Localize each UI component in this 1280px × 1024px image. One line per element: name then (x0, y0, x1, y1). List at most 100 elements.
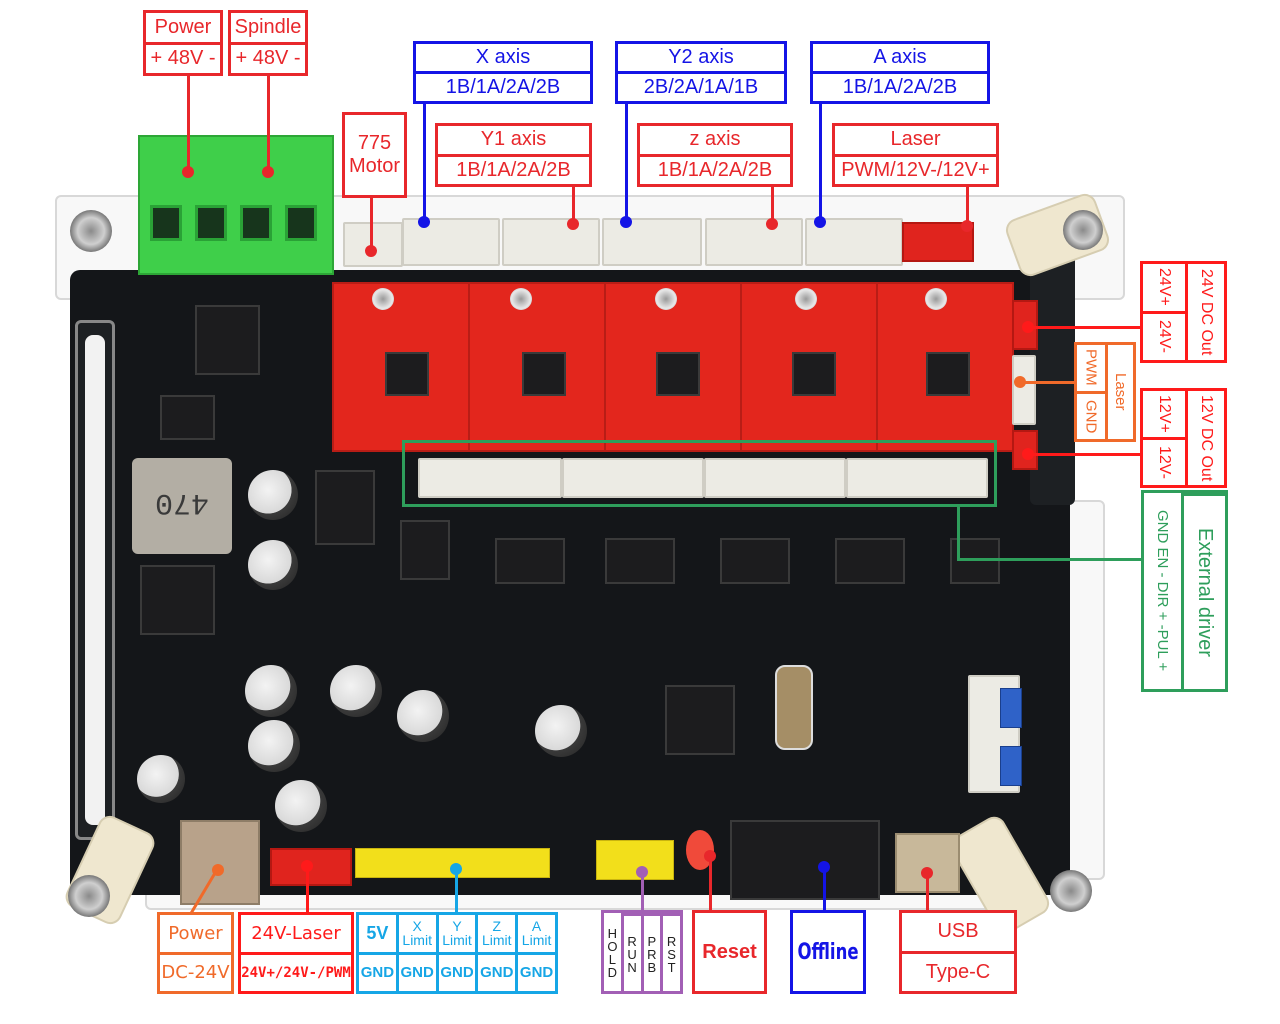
limit-z-axis: Z (492, 917, 502, 934)
control-header (596, 840, 674, 880)
y1-axis-label: Y1 axis 1B/1A/2A/2B (435, 123, 592, 187)
pin-prb: PRB (640, 913, 661, 991)
control-pins-label: HOLD RUN PRB RST (601, 910, 683, 994)
terminal-hole (195, 205, 227, 241)
ext-driver-connector (704, 458, 846, 498)
regulator-3 (400, 520, 450, 580)
optocoupler (720, 538, 790, 584)
optocoupler (605, 538, 675, 584)
limit-x-axis: X (412, 917, 422, 934)
dc24-pin-plus: 24V+ (1156, 268, 1173, 307)
z-axis-title: z axis (689, 128, 741, 151)
capacitor (397, 690, 449, 742)
leader-dot (418, 216, 430, 228)
ext-driver-connector (418, 458, 562, 498)
dc12-pin-plus: 12V+ (1156, 394, 1173, 433)
power-title: Power (154, 15, 212, 38)
driver-chip (522, 352, 566, 396)
reset-label: Reset (692, 910, 767, 994)
x-axis-title: X axis (475, 46, 531, 68)
external-driver-pins: GND EN - DIR + -PUL + (1144, 493, 1184, 689)
motor775-line1: 775 (357, 132, 392, 154)
limit-a-label: Limit (521, 932, 552, 949)
limit-y-axis: Y (452, 917, 462, 934)
leader-dot (961, 220, 973, 232)
leader-dot (704, 850, 716, 862)
x-axis-label: X axis 1B/1A/2A/2B (413, 41, 593, 104)
pin-rst: RST (660, 913, 680, 991)
leader-line (572, 185, 575, 225)
dc12-title: 12V DC Out (1198, 394, 1215, 482)
dc12-label: 12V+ 12V- 12V DC Out (1140, 388, 1227, 488)
driver-potentiometer (372, 288, 394, 310)
dc24-title: 24V DC Out (1198, 268, 1215, 356)
dc12-pin-minus: 12V- (1143, 436, 1185, 486)
leader-line (1020, 381, 1075, 384)
leader-line (306, 866, 309, 916)
optocoupler (950, 538, 1000, 584)
leader-dot (567, 218, 579, 230)
leader-dot (212, 864, 224, 876)
leader-dot (301, 860, 313, 872)
y1-axis-connector (502, 218, 600, 266)
driver-potentiometer (510, 288, 532, 310)
leader-line (926, 872, 929, 912)
terminal-hole (285, 205, 317, 241)
jumper (1000, 688, 1022, 728)
leader-dot (636, 866, 648, 878)
limit-a-axis: A (531, 917, 542, 934)
x-axis-pins: 1B/1A/2A/2B (416, 71, 590, 101)
screw-icon (1063, 210, 1103, 250)
jumper (1000, 746, 1022, 786)
leader-line (267, 74, 270, 174)
laser-title: Laser (890, 128, 941, 151)
capacitor (535, 705, 587, 757)
leader-line (1030, 453, 1142, 456)
leader-dot (818, 861, 830, 873)
leader-dot (450, 863, 462, 875)
leader-dot (921, 867, 933, 879)
offline-text: Offline (797, 939, 859, 965)
laser-side-title: Laser (1112, 373, 1129, 411)
ext-driver-highlight-box (402, 440, 997, 507)
ext-driver-connector (846, 458, 988, 498)
y1-axis-pins: 1B/1A/2A/2B (438, 153, 589, 185)
capacitor (248, 470, 298, 520)
y1-axis-title: Y1 axis (480, 128, 547, 151)
mosfet (195, 305, 260, 375)
a-axis-label: A axis 1B/1A/2A/2B (810, 41, 990, 104)
offline-label: Offline (790, 910, 866, 994)
leader-line (966, 185, 969, 225)
z-axis-connector (705, 218, 803, 266)
driver-potentiometer (655, 288, 677, 310)
gnd-z: GND (475, 954, 515, 991)
inductor-label: 470 (155, 485, 210, 519)
power-dc-title: Power (168, 922, 223, 944)
capacitor (245, 665, 297, 717)
spindle-pins: + 48V - (231, 41, 305, 74)
laser-side-pwm: PWM (1082, 349, 1100, 387)
y2-axis-label: Y2 axis 2B/2A/1A/1B (615, 41, 787, 104)
leader-line (188, 867, 220, 916)
power-pins: + 48V - (146, 41, 220, 74)
a-axis-pins: 1B/1A/2A/2B (813, 71, 987, 101)
leader-line (957, 505, 960, 560)
driver-chip (656, 352, 700, 396)
usb-label: USB Type-C (899, 910, 1017, 994)
terminal-hole (240, 205, 272, 241)
inductor (132, 458, 232, 554)
leader-line (819, 102, 822, 222)
x-axis-connector (402, 218, 500, 266)
dc-power-jack (180, 820, 260, 905)
leader-line (641, 870, 644, 914)
capacitor (275, 780, 327, 832)
leader-dot (1022, 448, 1034, 460)
laser-label: Laser PWM/12V-/12V+ (832, 123, 999, 187)
gnd-5v: GND (360, 964, 395, 982)
motor775-line2: Motor (348, 155, 401, 177)
spindle-title: Spindle (234, 15, 302, 38)
leader-line (370, 196, 373, 250)
stepper-driver-a (876, 282, 1014, 452)
